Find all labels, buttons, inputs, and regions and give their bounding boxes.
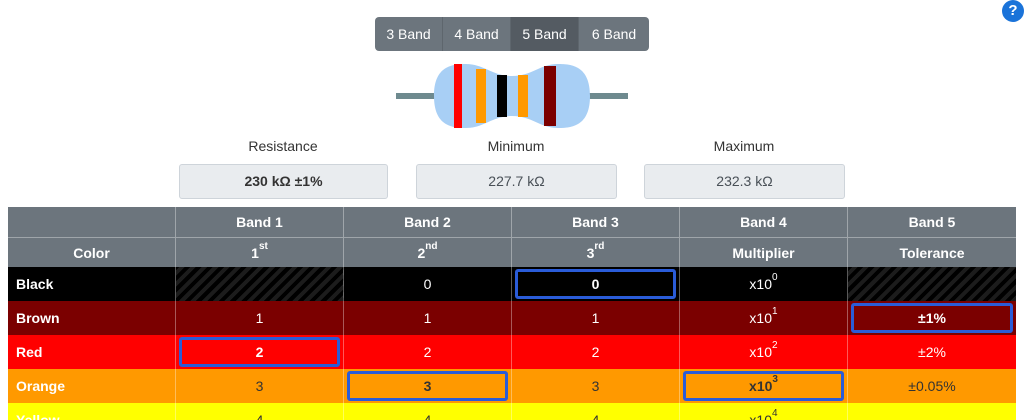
cell-multiplier-red[interactable]: x102: [680, 335, 848, 369]
resistor-illustration: [396, 64, 628, 128]
cell-tolerance-yellow[interactable]: [848, 403, 1016, 420]
resistance-value-field: 230 kΩ ±1%: [179, 164, 388, 199]
header-band-2-ordinal: 2nd: [344, 237, 512, 267]
cell-band-2-yellow[interactable]: 4: [344, 403, 512, 420]
header-band-1: Band 1: [176, 207, 344, 237]
resistor-band-2: [476, 69, 486, 123]
header-band-4: Band 4: [680, 207, 848, 237]
cell-band-2-brown[interactable]: 1: [344, 301, 512, 335]
cell-multiplier-black[interactable]: x100: [680, 267, 848, 301]
cell-band-1-yellow[interactable]: 4: [176, 403, 344, 420]
cell-band-1-brown[interactable]: 1: [176, 301, 344, 335]
header-empty: [8, 207, 176, 237]
header-multiplier: Multiplier: [680, 237, 848, 267]
header-color: Color: [8, 237, 176, 267]
cell-band-1-red-selected[interactable]: 2: [176, 335, 344, 369]
cell-band-3-brown[interactable]: 1: [512, 301, 680, 335]
row-color-name: Black: [8, 267, 176, 301]
cell-band-3-orange[interactable]: 3: [512, 369, 680, 403]
table-row-black: Black 0 0 x100: [8, 267, 1016, 301]
tab-5-band[interactable]: 5 Band: [511, 17, 579, 51]
resistance-label: Resistance: [248, 138, 318, 154]
tab-3-band[interactable]: 3 Band: [375, 17, 443, 51]
header-tolerance: Tolerance: [848, 237, 1016, 267]
resistor-band-4: [518, 75, 528, 117]
cell-band-3-black-selected[interactable]: 0: [512, 267, 680, 301]
row-color-name: Yellow: [8, 403, 176, 420]
table-row-brown: Brown 1 1 1 x101 ±1%: [8, 301, 1016, 335]
cell-tolerance-brown-selected[interactable]: ±1%: [848, 301, 1016, 335]
color-code-table: Band 1 Band 2 Band 3 Band 4 Band 5 Color…: [8, 207, 1016, 420]
table-row-red: Red 2 2 2 x102 ±2%: [8, 335, 1016, 369]
cell-tolerance-orange[interactable]: ±0.05%: [908, 378, 956, 394]
table-header-row-2: Color 1st 2nd 3rd Multiplier Tolerance: [8, 237, 1016, 267]
header-band-1-ordinal: 1st: [176, 237, 344, 267]
cell-multiplier-brown[interactable]: x101: [680, 301, 848, 335]
table-header-row-1: Band 1 Band 2 Band 3 Band 4 Band 5: [8, 207, 1016, 237]
resistor-band-5: [544, 66, 556, 126]
cell-band-1-orange[interactable]: 3: [176, 369, 344, 403]
table-row-yellow: Yellow 4 4 4 x104: [8, 403, 1016, 420]
cell-band-2-red[interactable]: 2: [344, 335, 512, 369]
help-icon[interactable]: ?: [1002, 0, 1024, 22]
header-band-2: Band 2: [344, 207, 512, 237]
cell-band-3-yellow[interactable]: 4: [512, 403, 680, 420]
resistor-band-3: [497, 75, 507, 117]
cell-unavailable: [848, 267, 1016, 301]
resistor-band-1: [454, 64, 462, 128]
row-color-name: Red: [8, 335, 176, 369]
cell-band-2-black[interactable]: 0: [344, 267, 512, 301]
cell-multiplier-orange-selected[interactable]: x103: [680, 369, 848, 403]
maximum-label: Maximum: [713, 138, 775, 154]
minimum-value-field: 227.7 kΩ: [416, 164, 617, 199]
minimum-label: Minimum: [487, 138, 545, 154]
resistor-lead-left: [396, 93, 436, 99]
table-row-orange: Orange 3 3 3 x103 ±0.05%: [8, 369, 1016, 403]
cell-band-3-red[interactable]: 2: [512, 335, 680, 369]
band-count-tabs: 3 Band 4 Band 5 Band 6 Band: [375, 17, 649, 51]
tab-4-band[interactable]: 4 Band: [443, 17, 511, 51]
row-color-name: Orange: [8, 369, 176, 403]
cell-multiplier-yellow[interactable]: x104: [680, 403, 848, 420]
header-band-3-ordinal: 3rd: [512, 237, 680, 267]
tab-6-band[interactable]: 6 Band: [591, 26, 637, 42]
maximum-value-field: 232.3 kΩ: [644, 164, 845, 199]
cell-unavailable: [176, 267, 344, 301]
cell-tolerance-red[interactable]: ±2%: [918, 344, 946, 360]
cell-band-2-orange-selected[interactable]: 3: [344, 369, 512, 403]
header-band-5: Band 5: [908, 214, 956, 230]
header-band-3: Band 3: [512, 207, 680, 237]
row-color-name: Brown: [8, 301, 176, 335]
resistor-lead-right: [588, 93, 628, 99]
